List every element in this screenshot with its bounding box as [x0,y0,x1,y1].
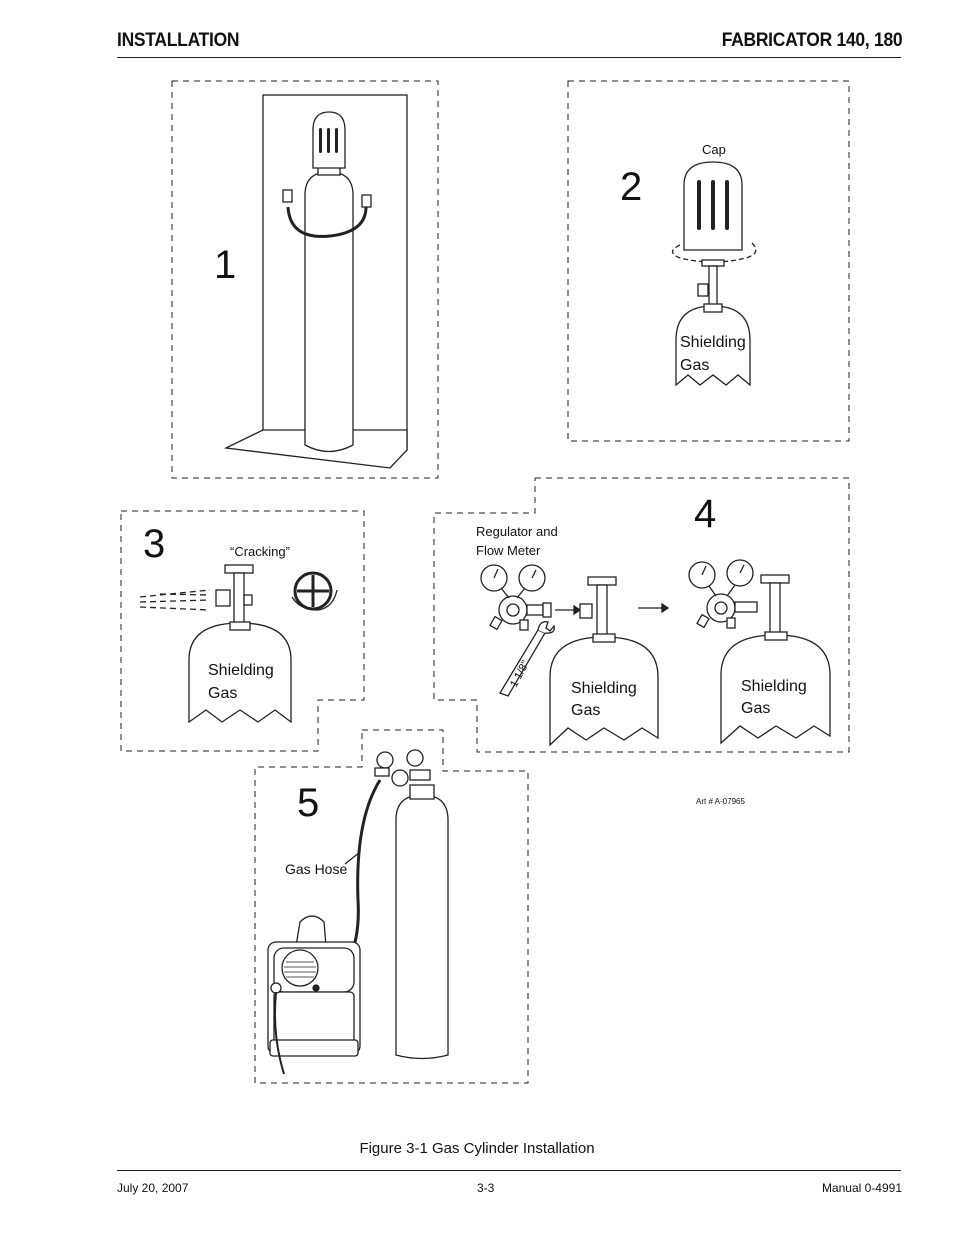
step-number-5: 5 [297,781,319,825]
regulator-label-line-1: Regulator and [476,524,558,539]
step-number-4: 4 [694,492,716,536]
section-title: INSTALLATION [117,30,240,51]
product-title: FABRICATOR 140, 180 [721,30,902,51]
step-number-1: 1 [214,243,236,287]
gas-label-panel-3: Gas [208,685,237,702]
gas-label-panel-2: Gas [680,357,709,374]
panel-2-border [567,80,850,442]
step-number-2: 2 [620,165,642,209]
footer-date: July 20, 2007 [117,1181,189,1195]
shielding-label-panel-4b: Shielding [741,678,807,695]
panel-1-border [171,80,439,479]
step-number-3: 3 [143,522,165,566]
panel-5-illustration [267,749,449,1075]
gas-hose-label: Gas Hose [285,861,347,877]
panel-2-illustration [671,161,757,387]
header-rule [117,57,901,58]
shielding-label-panel-4a: Shielding [571,680,637,697]
footer-rule [117,1170,901,1171]
shielding-label-panel-3: Shielding [208,662,274,679]
art-number: Art # A-07965 [696,797,745,806]
panel-4-border [433,477,850,753]
cap-label: Cap [702,142,726,157]
panel-1-illustration [223,94,408,469]
panel-3-border [120,510,365,752]
shielding-label-panel-2: Shielding [680,334,746,351]
panel-5-border [254,729,529,1084]
panel-3-illustration [139,564,338,724]
figure-caption: Figure 3-1 Gas Cylinder Installation [359,1140,595,1157]
gas-label-panel-4b: Gas [741,700,770,717]
regulator-label-line-2: Flow Meter [476,543,541,558]
panel-4-illustration [480,559,831,747]
gas-label-panel-4a: Gas [571,702,600,719]
cracking-label: “Cracking” [230,544,290,559]
footer-manual-number: Manual 0-4991 [821,1181,902,1195]
footer-page-number: 3-3 [477,1181,495,1195]
